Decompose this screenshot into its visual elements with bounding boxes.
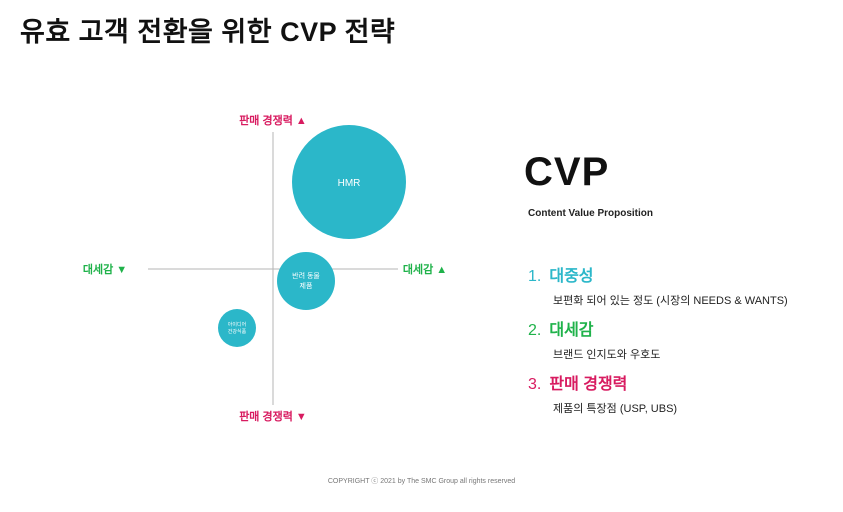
bubble-hmr-label: HMR (338, 178, 361, 189)
cvp-item-number: 3. (528, 376, 542, 393)
cvp-heading: CVP (524, 150, 610, 194)
cvp-item-heading: 1. 대중성 (528, 262, 788, 286)
cvp-item-number: 2. (528, 322, 542, 339)
bubble-health-food-label-2: 건강식품 (228, 328, 247, 335)
page-title: 유효 고객 전환을 위한 CVP 전략 (20, 17, 396, 47)
cvp-item-popularity: 1. 대중성 보편화 되어 있는 정도 (시장의 NEEDS & WANTS) (528, 262, 788, 308)
cvp-item-title: 대세감 (549, 322, 594, 339)
cvp-item-title: 판매 경쟁력 (549, 376, 628, 393)
cvp-item-number: 1. (528, 268, 542, 285)
axis-label-left: 대세감 ▼ (83, 262, 127, 276)
cvp-item-description: 제품의 특장점 (USP, UBS) (553, 403, 678, 415)
axis-label-right: 대세감 ▲ (403, 262, 447, 276)
bubble-health-food-label-1: 아이디어 (228, 321, 246, 328)
cvp-item-heading: 3. 판매 경쟁력 (528, 370, 677, 394)
bubble-pet-products-label-2: 제품 (300, 282, 313, 290)
axis-label-top: 판매 경쟁력 ▲ (239, 113, 307, 127)
axis-label-bottom: 판매 경쟁력 ▼ (239, 409, 307, 423)
bubble-health-food (218, 309, 256, 347)
cvp-item-description: 브랜드 인지도와 우호도 (553, 349, 661, 361)
bubble-pet-products (277, 252, 335, 310)
cvp-item-description: 보편화 되어 있는 정도 (시장의 NEEDS & WANTS) (553, 295, 788, 307)
copyright-footer: COPYRIGHT ⓒ 2021 by The SMC Group all ri… (327, 478, 516, 485)
bubble-hmr (292, 125, 406, 239)
cvp-item-trend: 2. 대세감 브랜드 인지도와 우호도 (528, 316, 660, 362)
cvp-item-title: 대중성 (549, 268, 594, 285)
cvp-item-sales-competitiveness: 3. 판매 경쟁력 제품의 특장점 (USP, UBS) (528, 370, 677, 416)
bubble-pet-products-label-1: 반려 동물 (292, 271, 320, 280)
cvp-subtitle: Content Value Proposition (528, 208, 654, 219)
cvp-item-heading: 2. 대세감 (528, 316, 660, 340)
